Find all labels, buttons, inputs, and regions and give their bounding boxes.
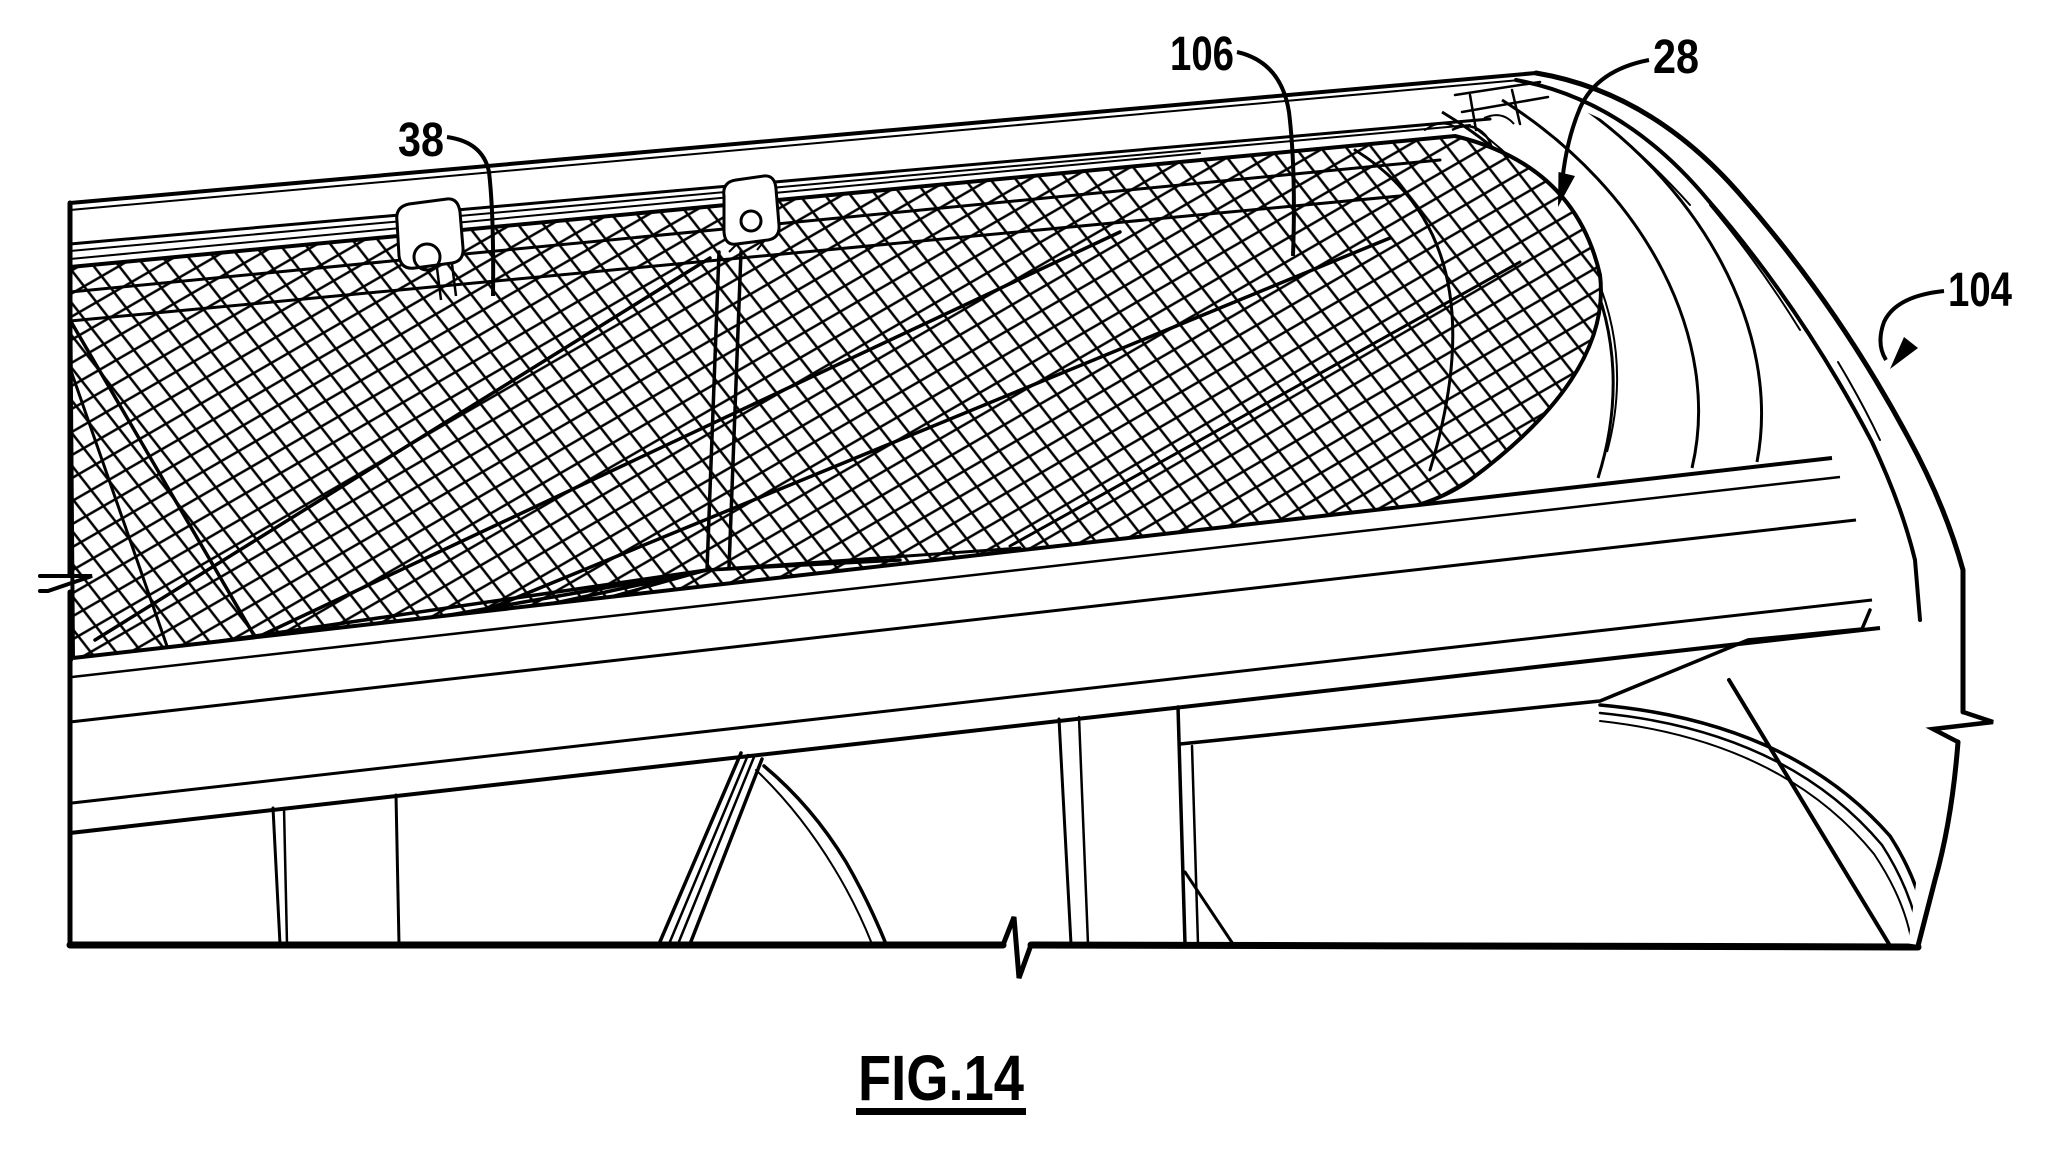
b-pillar: [657, 751, 743, 946]
left-break-mark: [38, 574, 93, 593]
rear-quarter-edge: [1727, 678, 1891, 946]
arrowhead-28: [1558, 172, 1575, 207]
rail-top-edge: [68, 71, 1538, 205]
rear-pillar: [1514, 58, 1994, 949]
leader-104: [1878, 289, 1945, 362]
figure-caption: FIG.14: [858, 1042, 1024, 1114]
figure-caption-group: FIG.14: [856, 1042, 1026, 1115]
right-break-mark: [1925, 709, 1994, 745]
strap-ring-2: [739, 209, 763, 233]
mesh-outline: [67, 133, 1603, 662]
arrowhead-104: [1890, 337, 1918, 369]
reference-annotations: 38 106 28 104: [398, 28, 2012, 369]
strap-ring-1: [412, 242, 442, 272]
ref-label-38: 38: [398, 114, 444, 167]
d-pillar: [1176, 705, 1187, 946]
rear-pillar-outer-edge: [1533, 70, 1966, 715]
center-bow-right: [727, 250, 743, 570]
rocker-line-right: [1027, 941, 1922, 951]
rail-bottom-edge: [68, 117, 1492, 246]
strap-bracket-1: [395, 197, 465, 270]
b-pillar-brace: [762, 764, 888, 946]
beam-top-edge: [72, 456, 1833, 660]
ref-label-28: 28: [1653, 31, 1699, 84]
leader-28: [1559, 58, 1650, 197]
ref-label-106: 106: [1170, 28, 1234, 81]
door-pillar-2: [394, 793, 401, 946]
rear-pillar-inner-edge: [1514, 78, 1922, 622]
door-top-line: [1178, 608, 1872, 746]
beam-bottom-edge: [69, 626, 1881, 835]
rail-strap-brackets: [395, 174, 781, 301]
c-pillar: [1057, 717, 1073, 946]
left-edge: [38, 200, 93, 946]
bottom-break-mark: [1000, 916, 1034, 979]
ref-label-104: 104: [1948, 264, 2012, 317]
leader-38: [446, 135, 496, 297]
caption-underline: [856, 1108, 1026, 1115]
door-pillar-1: [271, 806, 282, 946]
inner-rail-line-2: [68, 194, 1402, 323]
lower-body-structure: [66, 608, 1932, 979]
leader-106: [1236, 50, 1296, 257]
body-side-beam: [69, 456, 1881, 835]
